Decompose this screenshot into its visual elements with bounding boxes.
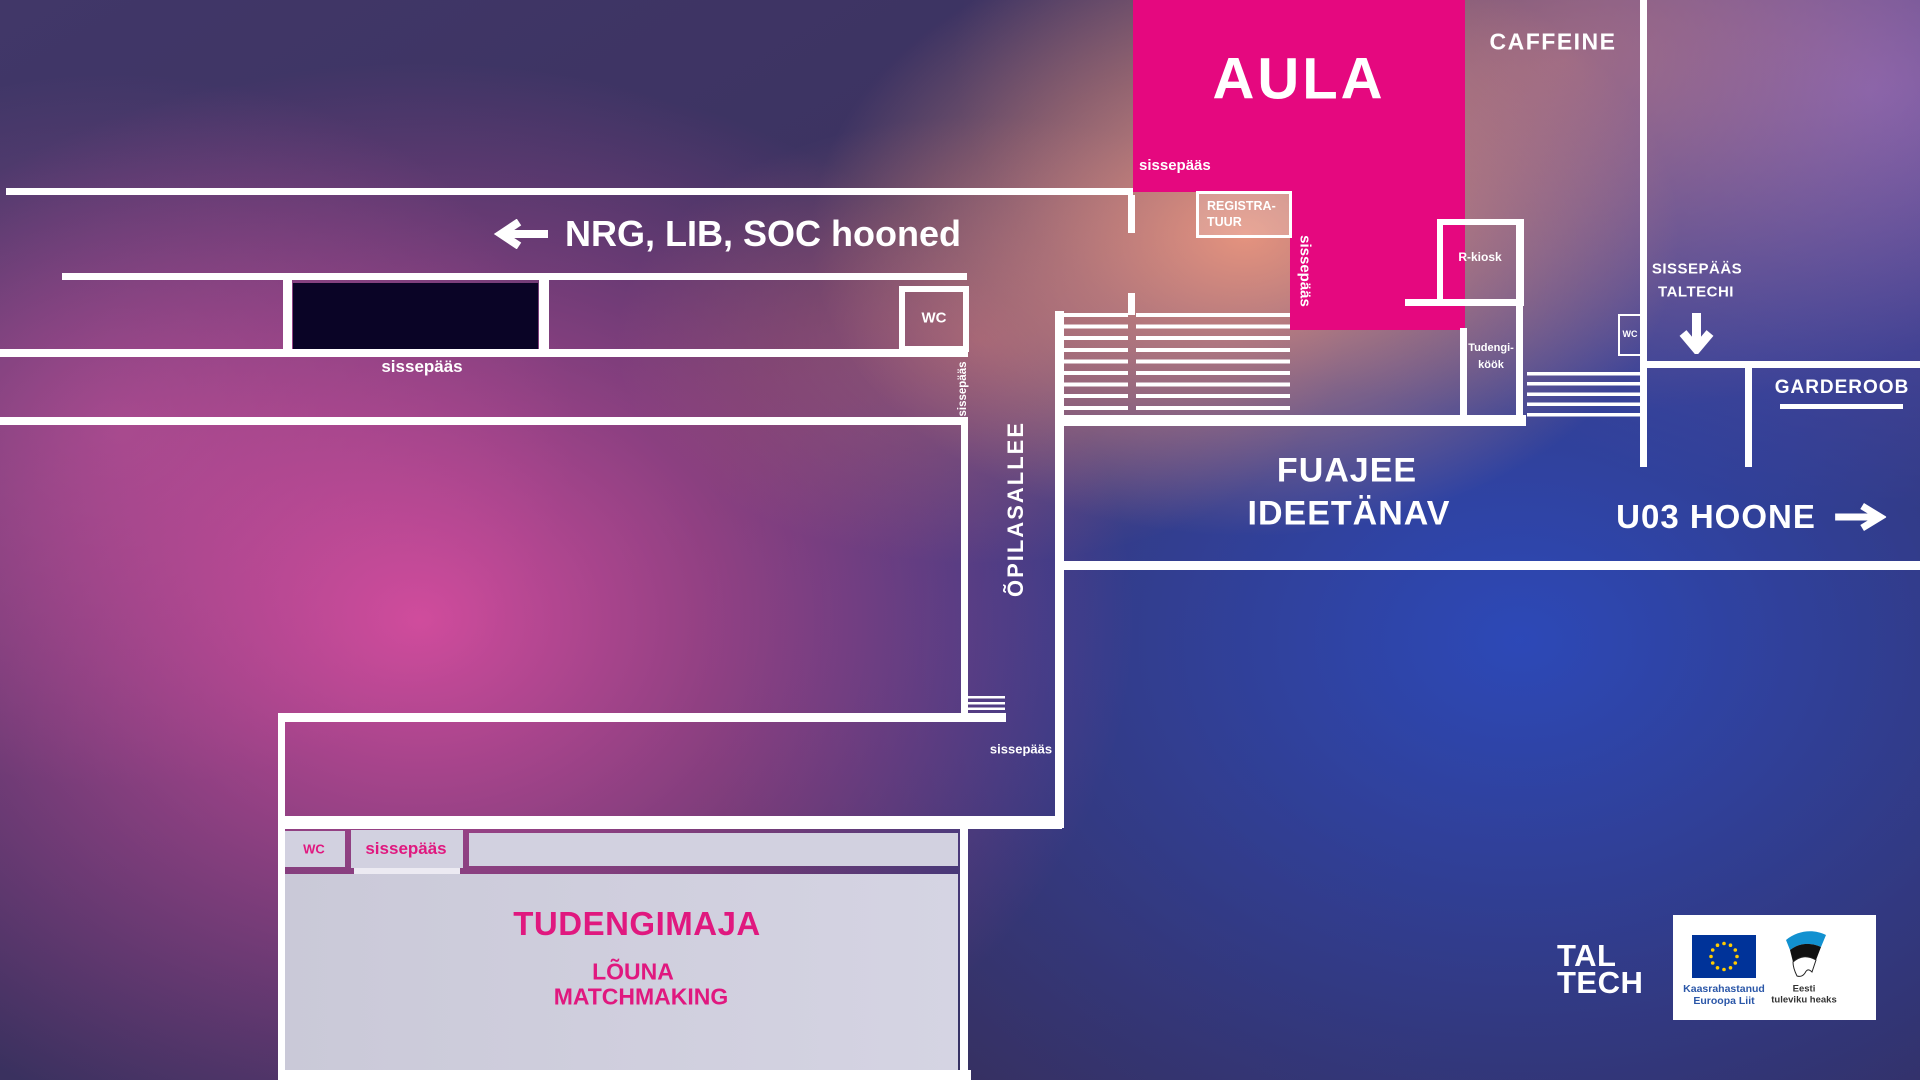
cloakroom-wc-label: WC <box>1622 329 1638 339</box>
taltech-logo-line1: TAL <box>1557 938 1617 973</box>
wall-rooms-bottom <box>0 349 968 357</box>
wall-rooms-top <box>62 273 967 280</box>
nrg-direction-sign: NRG, LIB, SOC hooned <box>493 213 961 255</box>
aula-label: AULA <box>1212 46 1386 112</box>
student-house-strip-area <box>469 833 958 866</box>
taltech-entrance-label-line1: SISSEPÄÄS <box>1651 260 1743 278</box>
student-kitchen-label-line1: Tudengi- <box>1468 342 1514 354</box>
student-house-entrance-area <box>351 830 463 868</box>
foyer-label-line1: FUAJEE <box>1276 451 1418 490</box>
student-alley-label: ÕPILASALLEE <box>1003 420 1028 598</box>
caffeine-label: CAFFEINE <box>1489 28 1617 55</box>
student-house-label: TUDENGIMAJA <box>513 905 761 942</box>
r-kiosk-label: R-kiosk <box>1458 250 1502 264</box>
wall-aula-entrance-stub-bottom <box>1128 293 1135 315</box>
foyer-label-line2: IDEETÄNAV <box>1247 494 1451 533</box>
south-corridor-entrance-label: sissepääs <box>989 741 1053 757</box>
eu-logo-text-line2: Euroopa Liit <box>1693 995 1755 1007</box>
wall-rooms-divider-left <box>283 273 292 349</box>
estonia-logo-text-line1: Eesti <box>1792 983 1816 995</box>
wall-rooms-divider-right <box>539 273 549 349</box>
aula-side-entrance-label: sissepääs <box>1296 235 1314 307</box>
eu-estonia-logo-plate: Kaasrahastanud Euroopa Liit Eesti tulevi… <box>1673 915 1876 1020</box>
wall-student-house-right <box>960 822 968 1080</box>
wall-aula-entrance-stub-top <box>1128 195 1135 233</box>
wall-alley-left <box>961 417 968 720</box>
wall-foyer-top <box>1060 415 1526 426</box>
cloakroom-wc-box <box>1618 314 1643 356</box>
wall-top-long <box>6 188 1133 195</box>
wall-right-long <box>1640 0 1647 467</box>
student-house-entrance-label: sissepääs <box>365 839 447 858</box>
taltech-entrance-label-line2: TALTECHI <box>1658 283 1734 301</box>
u03-direction-sign: U03 HOONE <box>1616 498 1886 536</box>
student-house-wc-label: WC <box>303 841 325 857</box>
stairs-main-left <box>1061 313 1128 418</box>
u03-label: U03 HOONE <box>1616 498 1816 535</box>
nrg-direction-label: NRG, LIB, SOC hooned <box>565 213 961 254</box>
student-kitchen-label-line2: köök <box>1478 359 1504 371</box>
wall-foyer-left <box>1055 311 1064 828</box>
student-house-event2-label: MATCHMAKING <box>553 983 729 1010</box>
cloakroom-counter-line <box>1780 404 1903 409</box>
wall-student-house-bottom <box>283 1070 971 1080</box>
stairs-cloakroom <box>1527 372 1641 418</box>
wall-corridor-top <box>278 713 1006 722</box>
taltech-logo-line2: TECH <box>1557 965 1644 1000</box>
rooms-wc-label: WC <box>921 309 947 327</box>
wall-r-kiosk-bottom-ext <box>1405 299 1517 306</box>
eu-flag-icon <box>1692 935 1756 978</box>
wall-corridor-bottom <box>283 816 1062 829</box>
arrow-down-icon <box>1679 313 1714 354</box>
wall-plaza <box>0 417 968 425</box>
student-house-wc-area <box>284 831 345 867</box>
registration-label-line1: REGISTRA- <box>1207 199 1276 213</box>
taltech-logo: TAL TECH <box>1557 938 1644 1000</box>
stairs-main-right <box>1136 313 1290 418</box>
rooms-entrance-label: sissepääs <box>381 357 463 376</box>
student-house-event1-label: LÕUNA <box>592 958 674 985</box>
wall-kitchen-left <box>1460 328 1467 422</box>
cloakroom-label: GARDEROOB <box>1774 377 1910 398</box>
wall-cloakroom-top <box>1640 361 1920 368</box>
stairs-corridor <box>967 696 1005 716</box>
dark-room-area <box>293 283 538 349</box>
rooms-corner-entrance-label: sissepääs <box>957 361 969 417</box>
arrow-right-icon <box>1834 503 1886 531</box>
registration-desk-box: REGISTRA- TUUR <box>1196 191 1292 238</box>
wall-student-house-left <box>278 713 285 1080</box>
aula-hall-side-area <box>1290 0 1465 330</box>
aula-entrance-label: sissepääs <box>1139 157 1211 174</box>
wall-foyer-bottom <box>1062 561 1920 570</box>
wall-entrance-stub-right <box>1745 368 1752 467</box>
rooms-wc-box <box>899 286 969 352</box>
student-house-main-area <box>284 874 958 1072</box>
arrow-left-icon <box>493 219 549 249</box>
eu-logo-text-line1: Kaasrahastanud <box>1683 983 1765 995</box>
estonia-logo-text-line2: tuleviku heaks <box>1771 994 1837 1006</box>
estonia-flag-icon <box>1786 931 1826 977</box>
wall-kitchen-right <box>1516 222 1523 422</box>
registration-label-line2: TUUR <box>1207 215 1242 229</box>
